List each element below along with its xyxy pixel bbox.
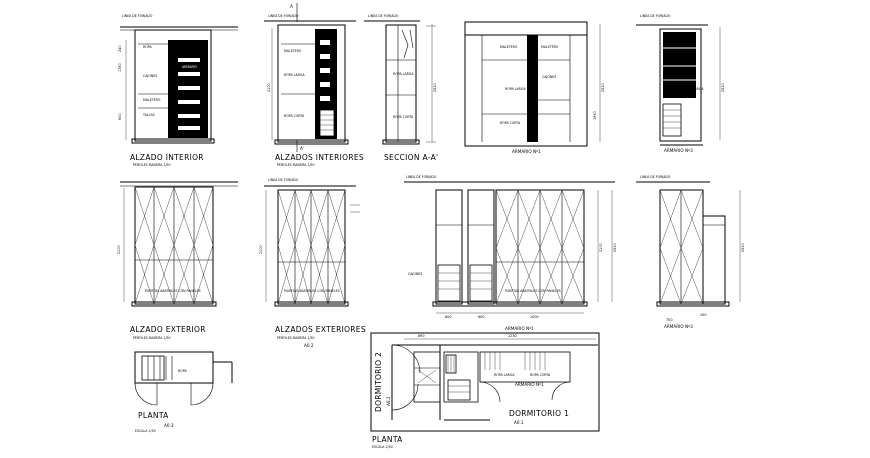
svg-text:600: 600 (118, 114, 122, 120)
svg-text:A': A' (300, 146, 304, 151)
svg-text:PERFILES MADERA 1/50: PERFILES MADERA 1/50 (277, 163, 315, 167)
seccion-drawing: LINEA DE FORJADO ROPA LARGA ROPA CORTA 2… (364, 14, 438, 162)
svg-text:PUERTAS ABATIBLES CON PANELES: PUERTAS ABATIBLES CON PANELES (145, 289, 201, 293)
svg-text:ROPA LARGA: ROPA LARGA (284, 73, 305, 77)
label-dormitorio-1: DORMITORIO 1 (509, 409, 569, 418)
armario-1-interior-drawing: MALETERO MALETERO ROPA LARGA CAJONES ROP… (464, 21, 605, 154)
title-alzados-exteriores: ALZADOS EXTERIORES (275, 325, 366, 334)
svg-text:A0.1: A0.1 (514, 420, 524, 425)
title-alzado-interior: ALZADO INTERIOR (130, 153, 204, 162)
alzados-interiores-drawing: LINEA DE FORJADO MALETERO ROPA LARGA ROP… (264, 3, 364, 167)
title-alzado-exterior: ALZADO EXTERIOR (130, 325, 206, 334)
svg-text:LINEA DE FORJADO: LINEA DE FORJADO (268, 178, 299, 182)
planta-small-drawing: ROPA PLANTA A0.3 ESCALA 1/50 (134, 351, 233, 433)
svg-text:ROPA CORTA: ROPA CORTA (530, 373, 551, 377)
svg-text:ROPA LARGA: ROPA LARGA (683, 87, 704, 91)
svg-text:PERFILES MADERA 1/50: PERFILES MADERA 1/50 (133, 336, 171, 340)
svg-text:ROPA LARGA: ROPA LARGA (393, 72, 414, 76)
svg-text:2100: 2100 (259, 245, 263, 254)
svg-text:TALLAS: TALLAS (142, 113, 155, 117)
svg-text:ARMARIO Nº1: ARMARIO Nº1 (512, 149, 541, 154)
svg-text:ESCALA 1/50: ESCALA 1/50 (135, 429, 156, 433)
alzado-interior-drawing: LINEA DE FORJADO ROPA CAJONES MALETERO T… (118, 14, 238, 167)
planta-main-drawing: ROPA LARGA ROPA CORTA ARMARIO Nº1 890 22… (370, 332, 600, 449)
svg-text:MALETERO: MALETERO (284, 49, 302, 53)
svg-text:LINEA DE FORJADO: LINEA DE FORJADO (640, 14, 671, 18)
svg-text:LINEA DE FORJADO: LINEA DE FORJADO (268, 14, 299, 18)
svg-text:PUERTAS ABATIBLES CON PANELES: PUERTAS ABATIBLES CON PANELES (284, 289, 340, 293)
svg-text:2230: 2230 (508, 334, 517, 338)
svg-text:ARMARIO: ARMARIO (182, 65, 197, 69)
svg-text:ROPA CORTA: ROPA CORTA (500, 121, 521, 125)
svg-text:ROPA: ROPA (178, 369, 187, 373)
svg-text:ARMARIO Nº1: ARMARIO Nº1 (515, 382, 544, 387)
svg-text:PERFILES MADERA 1/50: PERFILES MADERA 1/50 (133, 163, 171, 167)
armario-3-exterior-drawing: LINEA DE FORJADO 2520 700 100 ARMARIO Nº… (636, 175, 745, 329)
svg-text:2520: 2520 (741, 243, 745, 252)
svg-text:600: 600 (478, 315, 484, 319)
svg-text:ARMARIO Nº3: ARMARIO Nº3 (664, 148, 693, 153)
svg-text:A0.2: A0.2 (386, 396, 391, 406)
svg-text:ARMARIO Nº3: ARMARIO Nº3 (664, 324, 693, 329)
svg-text:CAJONES: CAJONES (143, 74, 157, 78)
svg-text:LINEA DE FORJADO: LINEA DE FORJADO (122, 14, 153, 18)
svg-text:ARMARIO Nº1: ARMARIO Nº1 (505, 326, 534, 331)
svg-text:2520: 2520 (433, 83, 437, 92)
svg-text:MALETERO: MALETERO (541, 45, 559, 49)
svg-text:1000: 1000 (530, 315, 539, 319)
svg-text:2520: 2520 (601, 83, 605, 92)
svg-text:2100: 2100 (599, 243, 603, 252)
svg-text:ROPA LARGA: ROPA LARGA (494, 373, 515, 377)
alzado-exterior-drawing: PUERTAS ABATIBLES CON PANELES 2100 ALZAD… (117, 181, 238, 340)
title-planta-small: PLANTA (138, 411, 169, 420)
svg-text:ROPA CORTA: ROPA CORTA (284, 114, 305, 118)
svg-text:CAJONES: CAJONES (542, 75, 556, 79)
armario-3-interior-drawing: LINEA DE FORJADO ROPA LARGA 2520 ARMARIO… (636, 14, 725, 153)
svg-text:PERFILES MADERA 1/50: PERFILES MADERA 1/50 (277, 336, 315, 340)
title-seccion: SECCION A-A' (384, 153, 438, 162)
svg-text:240: 240 (118, 46, 122, 52)
svg-text:A: A (290, 4, 293, 9)
label-dormitorio-2: DORMITORIO 2 (374, 352, 383, 412)
svg-text:A0.3: A0.3 (164, 423, 174, 428)
svg-text:CAJONES: CAJONES (408, 272, 422, 276)
svg-text:LINEA DE FORJADO: LINEA DE FORJADO (406, 175, 437, 179)
armario-1-exterior-drawing: LINEA DE FORJADO CAJONES PUERTAS ABATIBL… (404, 175, 617, 331)
svg-text:LINEA DE FORJADO: LINEA DE FORJADO (368, 14, 399, 18)
svg-text:ROPA CORTA: ROPA CORTA (393, 115, 414, 119)
svg-text:700: 700 (666, 318, 672, 322)
svg-text:PUERTAS ABATIBLES CON PANELES: PUERTAS ABATIBLES CON PANELES (505, 289, 561, 293)
alzados-exteriores-drawing: LINEA DE FORJADO PUERTAS ABATIBLES CON P… (259, 178, 366, 348)
svg-text:890: 890 (418, 334, 424, 338)
svg-text:A0.2: A0.2 (304, 343, 314, 348)
svg-text:LINEA DE FORJADO: LINEA DE FORJADO (640, 175, 671, 179)
svg-text:ESCALA 1/50: ESCALA 1/50 (372, 445, 393, 449)
title-alzados-interiores: ALZADOS INTERIORES (275, 153, 364, 162)
svg-text:2520: 2520 (613, 243, 617, 252)
svg-text:ROPA LARGA: ROPA LARGA (505, 87, 526, 91)
svg-text:1950: 1950 (593, 111, 597, 120)
svg-text:MALETERO: MALETERO (500, 45, 518, 49)
svg-text:ROPA: ROPA (143, 45, 152, 49)
svg-text:2100: 2100 (117, 245, 121, 254)
svg-text:2100: 2100 (267, 83, 271, 92)
svg-text:600: 600 (445, 315, 451, 319)
svg-text:MALETERO: MALETERO (143, 98, 161, 102)
svg-text:100: 100 (700, 313, 706, 317)
svg-text:1780: 1780 (118, 63, 122, 72)
svg-text:2520: 2520 (721, 83, 725, 92)
title-planta-main: PLANTA (372, 435, 403, 444)
